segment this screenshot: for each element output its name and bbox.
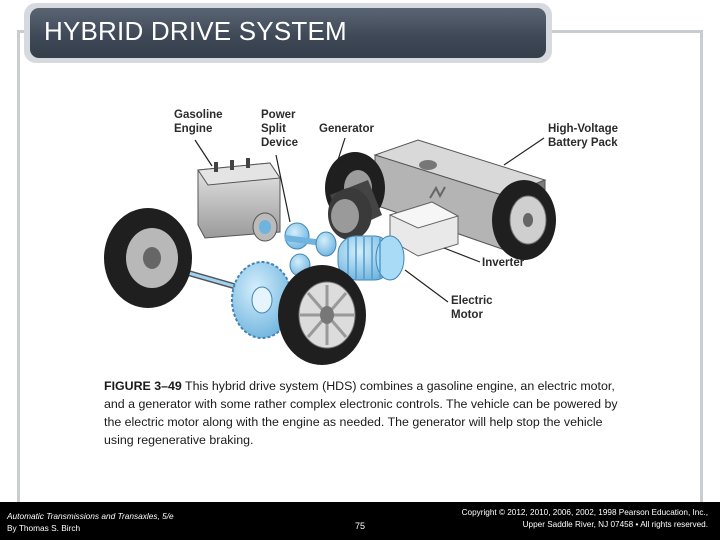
footer-bar: Automatic Transmissions and Transaxles, … [0,502,720,540]
callout-electric-motor: Electric Motor [451,295,493,321]
page-number: 75 [355,521,366,531]
motor-leader-line [404,269,449,303]
footer-book-info: Automatic Transmissions and Transaxles, … [7,510,174,534]
inverter [388,185,460,257]
electric-motor [337,235,405,281]
power-split-leader-line [275,154,291,223]
callout-power-split-device: Power Split Device [261,109,299,149]
callout-battery-pack: High-Voltage Battery Pack [548,123,619,149]
front-wheel-left [104,208,192,308]
hybrid-drive-illustration [104,137,556,365]
power-split-device [284,222,337,277]
engine-leader-line [194,139,213,167]
inverter-leader-line [443,247,481,263]
figure-number: FIGURE 3–49 [104,379,182,393]
reduction-gear [231,261,293,339]
rear-wheel-right [492,180,556,260]
figure-caption: FIGURE 3–49 This hybrid drive system (HD… [104,377,624,449]
callout-generator: Generator [319,123,374,135]
caption-text: This hybrid drive system (HDS) combines … [104,379,618,447]
gasoline-engine [197,158,281,242]
callout-inverter: Inverter [482,257,525,269]
slide-title: HYBRID DRIVE SYSTEM [44,16,347,46]
generator-leader-line [329,137,346,186]
footer-book-title: Automatic Transmissions and Transaxles, … [7,511,174,521]
footer-author: By Thomas S. Birch [7,523,81,533]
title-bar [30,8,546,58]
callout-gasoline-engine: Gasoline Engine [174,109,223,135]
front-wheel-right [278,265,366,365]
generator [328,180,382,240]
battery-leader-line [503,137,545,166]
footer-copyright: Copyright © 2012, 2010, 2006, 2002, 1998… [461,508,708,529]
